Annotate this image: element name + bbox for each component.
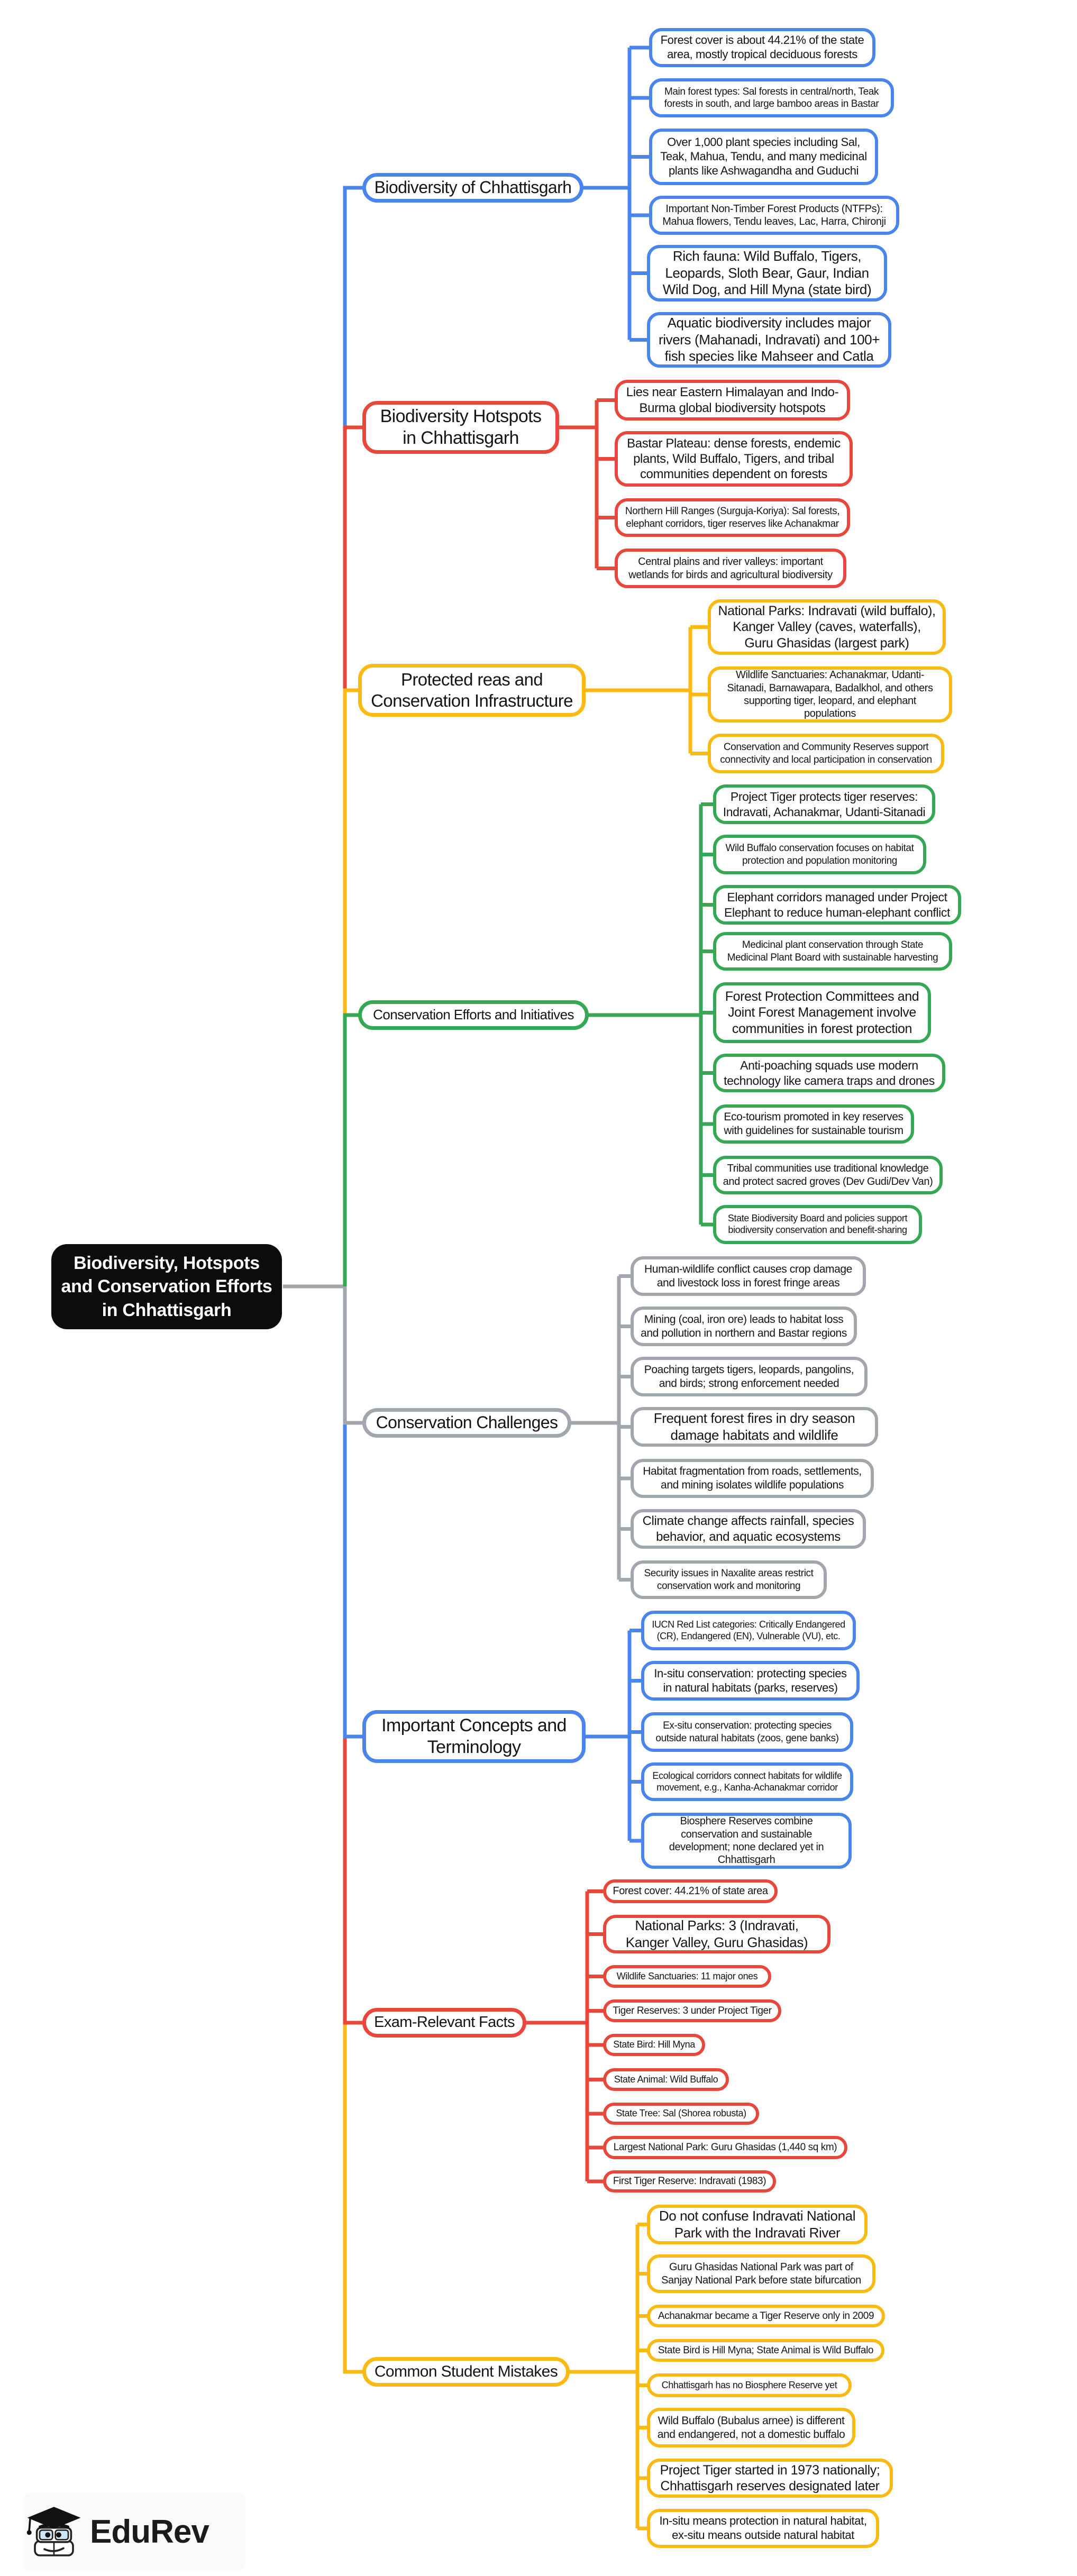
leaf-node: Chhattisgarh has no Biosphere Reserve ye…	[647, 2373, 852, 2397]
leaf-node: IUCN Red List categories: Critically End…	[641, 1611, 856, 1650]
leaf-node: Project Tiger started in 1973 nationally…	[647, 2459, 893, 2498]
leaf-node: State Bird is Hill Myna; State Animal is…	[647, 2339, 884, 2362]
leaf-node: Rich fauna: Wild Buffalo, Tigers, Leopar…	[647, 245, 887, 302]
leaf-node: Wild Buffalo conservation focuses on hab…	[713, 835, 926, 874]
leaf-node: Mining (coal, iron ore) leads to habitat…	[631, 1307, 857, 1346]
connector-segment	[343, 1286, 366, 1425]
leaf-node: Tiger Reserves: 3 under Project Tiger	[603, 1999, 781, 2022]
leaf-node: Biosphere Reserves combine conservation …	[641, 1813, 852, 1869]
leaf-node: Largest National Park: Guru Ghasidas (1,…	[603, 2136, 847, 2159]
branch-label: Conservation Efforts and Initiatives	[358, 1000, 589, 1030]
leaf-node: State Tree: Sal (Shorea robusta)	[603, 2103, 759, 2125]
leaf-node: Forest cover is about 44.21% of the stat…	[649, 28, 875, 67]
leaf-node: In-situ means protection in natural habi…	[647, 2509, 879, 2548]
connector-segment	[343, 1286, 366, 2374]
leaf-node: Habitat fragmentation from roads, settle…	[631, 1459, 874, 1498]
leaf-node: Conservation and Community Reserves supp…	[708, 734, 944, 773]
leaf-node: Ecological corridors connect habitats fo…	[641, 1762, 853, 1801]
leaf-node: Bastar Plateau: dense forests, endemic p…	[615, 431, 853, 487]
branch-label: Biodiversity Hotspots in Chhattisgarh	[362, 401, 559, 454]
leaf-node: Ex-situ conservation: protecting species…	[641, 1712, 853, 1752]
leaf-node: National Parks: 3 (Indravati, Kanger Val…	[603, 1915, 830, 1953]
leaf-node: Security issues in Naxalite areas restri…	[631, 1560, 827, 1599]
connector-segment	[343, 688, 361, 1286]
leaf-node: State Biodiversity Board and policies su…	[713, 1205, 922, 1244]
connector-segment	[343, 1286, 366, 1739]
leaf-node: Anti-poaching squads use modern technolo…	[713, 1054, 945, 1092]
leaf-node: Important Non-Timber Forest Products (NT…	[649, 196, 899, 235]
leaf-node: Northern Hill Ranges (Surguja-Koriya): S…	[615, 498, 850, 537]
connector-segment	[343, 1013, 361, 1286]
leaf-node: Elephant corridors managed under Project…	[713, 885, 961, 925]
leaf-node: Forest cover: 44.21% of state area	[603, 1879, 778, 1903]
leaf-node: Central plains and river valleys: import…	[615, 549, 846, 588]
leaf-node: Guru Ghasidas National Park was part of …	[647, 2254, 875, 2293]
connector-segment	[343, 1286, 366, 2025]
leaf-node: Climate change affects rainfall, species…	[631, 1509, 866, 1549]
connector-segment	[343, 186, 366, 1286]
leaf-node: Medicinal plant conservation through Sta…	[713, 932, 952, 971]
leaf-node: Project Tiger protects tiger reserves: I…	[713, 784, 935, 824]
leaf-node: Aquatic biodiversity includes major rive…	[647, 312, 891, 368]
leaf-node: Wildlife Sanctuaries: 11 major ones	[603, 1965, 771, 1988]
leaf-node: State Bird: Hill Myna	[603, 2034, 705, 2056]
branch-label: Common Student Mistakes	[362, 2357, 570, 2387]
leaf-node: Tribal communities use traditional knowl…	[713, 1156, 943, 1194]
leaf-node: Wild Buffalo (Bubalus arnee) is differen…	[647, 2408, 855, 2447]
leaf-node: Over 1,000 plant species including Sal, …	[649, 129, 878, 185]
leaf-node: State Animal: Wild Buffalo	[603, 2068, 729, 2091]
leaf-node: Poaching targets tigers, leopards, pango…	[631, 1357, 868, 1396]
edurev-logo-text: EduRev	[90, 2513, 209, 2550]
branch-label: Exam-Relevant Facts	[362, 2008, 526, 2038]
central-topic: Biodiversity, Hotspots and Conservation …	[51, 1244, 282, 1329]
leaf-node: Eco-tourism promoted in key reserves wit…	[713, 1104, 914, 1144]
leaf-node: National Parks: Indravati (wild buffalo)…	[708, 599, 946, 655]
leaf-node: Main forest types: Sal forests in centra…	[649, 78, 894, 117]
leaf-node: Forest Protection Committees and Joint F…	[713, 982, 931, 1043]
leaf-node: Human-wildlife conflict causes crop dama…	[631, 1256, 866, 1296]
leaf-node: First Tiger Reserve: Indravati (1983)	[603, 2170, 776, 2193]
branch-label: Conservation Challenges	[362, 1408, 571, 1438]
leaf-node: Do not confuse Indravati National Park w…	[647, 2205, 868, 2244]
connector-segment	[343, 425, 366, 1286]
branch-label: Protected reas and Conservation Infrastr…	[358, 664, 586, 717]
leaf-node: Wildlife Sanctuaries: Achanakmar, Udanti…	[708, 666, 952, 723]
edurev-logo: EduRev	[23, 2492, 245, 2571]
graduation-cap-mascot-icon	[26, 2507, 81, 2556]
leaf-node: Lies near Eastern Himalayan and Indo-Bur…	[615, 380, 850, 421]
branch-label: Important Concepts and Terminology	[362, 1710, 586, 1763]
branch-label: Biodiversity of Chhattisgarh	[362, 173, 583, 203]
leaf-node: In-situ conservation: protecting species…	[641, 1661, 860, 1701]
leaf-node: Frequent forest fires in dry season dama…	[631, 1407, 878, 1447]
leaf-node: Achanakmar became a Tiger Reserve only i…	[647, 2305, 885, 2327]
